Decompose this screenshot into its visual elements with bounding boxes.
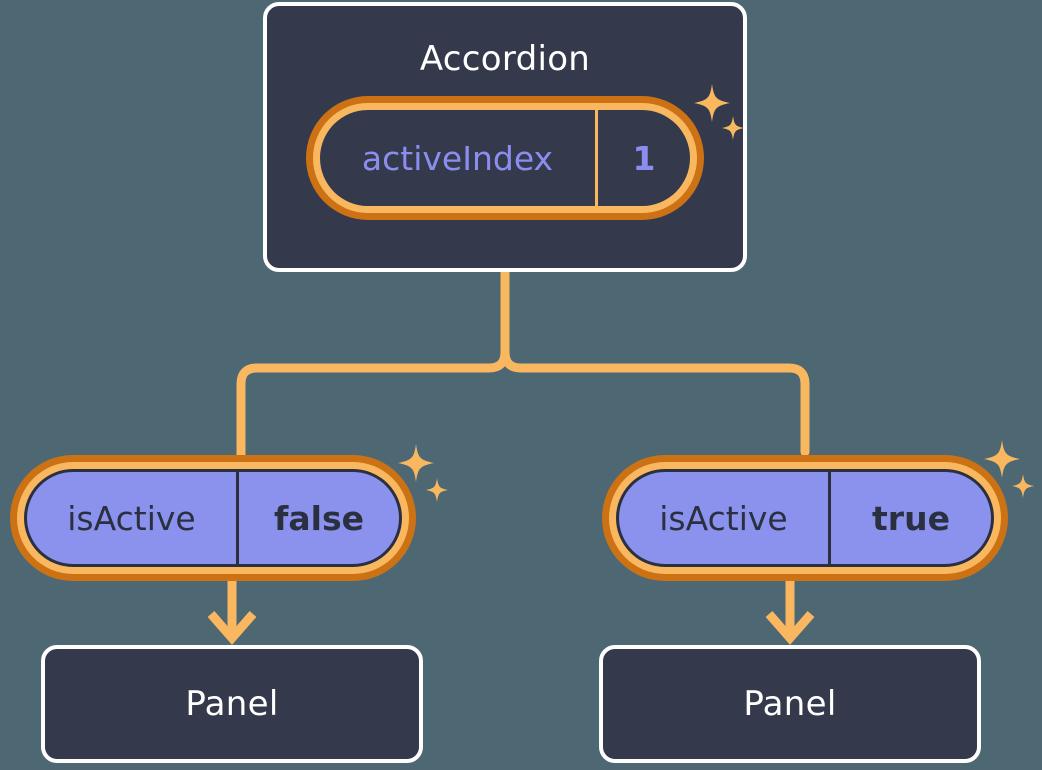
panel-node-left[interactable]: Panel	[41, 645, 423, 763]
state-pill-isactive-left[interactable]: isActive false	[10, 455, 416, 581]
sparkle-small-icon	[426, 478, 448, 502]
panel-title-left: Panel	[185, 684, 279, 724]
state-pill-activeindex[interactable]: activeIndex 1	[306, 96, 704, 220]
state-key-isactive-left: isActive	[27, 472, 239, 564]
panel-node-right[interactable]: Panel	[599, 645, 981, 763]
accordion-title: Accordion	[419, 39, 591, 79]
arrowhead-right-panel	[765, 611, 815, 645]
sparkle-large-icon	[398, 444, 434, 482]
pill-body: activeIndex 1	[320, 110, 690, 206]
pill-body: isActive false	[24, 469, 402, 567]
panel-title-right: Panel	[743, 684, 837, 724]
state-key-isactive-right: isActive	[619, 472, 831, 564]
state-value-isactive-right: true	[872, 498, 950, 538]
arrowhead-left-panel	[207, 611, 257, 645]
connector-root-to-branch	[236, 267, 510, 460]
pill-body: isActive true	[616, 469, 994, 567]
sparkle-small-icon	[1012, 474, 1034, 498]
state-value-isactive-left: false	[274, 498, 364, 538]
state-pill-isactive-right[interactable]: isActive true	[602, 455, 1008, 581]
connector-branch-to-right	[500, 347, 810, 457]
state-key-activeindex: activeIndex	[320, 110, 598, 206]
state-value-activeindex: 1	[632, 138, 656, 178]
